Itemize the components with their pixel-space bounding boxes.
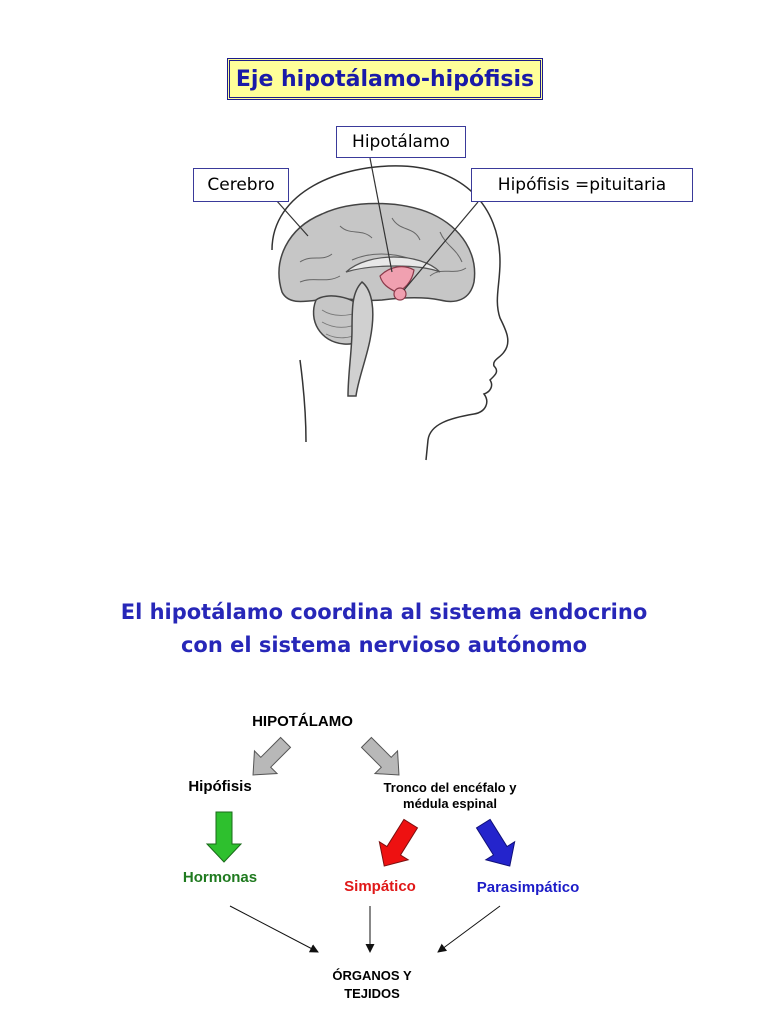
flow-organos-line-1: ÓRGANOS Y bbox=[332, 968, 412, 983]
pointer-hipofisis bbox=[403, 201, 479, 291]
flow-organos-line-2: TEJIDOS bbox=[344, 986, 400, 1001]
flow-tronco-line-2: médula espinal bbox=[403, 796, 497, 811]
flow-hipofisis: Hipófisis bbox=[188, 778, 252, 795]
pituitary-gland bbox=[393, 287, 407, 301]
brainstem bbox=[347, 280, 374, 397]
label-hipofisis: Hipófisis =pituitaria bbox=[471, 168, 693, 202]
flow-simpatico: Simpático bbox=[344, 878, 416, 895]
pointer-hipotalamo bbox=[369, 157, 393, 273]
flow-hormonas: Hormonas bbox=[182, 869, 258, 886]
subtitle-line-1: El hipotálamo coordina al sistema endocr… bbox=[120, 600, 648, 624]
grey-arrow-left bbox=[252, 736, 292, 776]
line-parasimpatico-organos bbox=[437, 905, 501, 953]
neck-outline bbox=[299, 359, 307, 443]
label-cerebro: Cerebro bbox=[193, 168, 289, 202]
label-hipotalamo: Hipotálamo bbox=[336, 126, 466, 158]
green-arrow bbox=[205, 811, 243, 863]
corpus-callosum bbox=[345, 256, 441, 273]
flow-tronco-line-1: Tronco del encéfalo y bbox=[383, 780, 517, 795]
flow-hipotalamo: HIPOTÁLAMO bbox=[252, 713, 353, 730]
title-box: Eje hipotálamo-hipófisis bbox=[227, 58, 543, 100]
blue-arrow bbox=[475, 818, 516, 867]
flow-parasimpatico: Parasimpático bbox=[476, 879, 580, 896]
page-title: Eje hipotálamo-hipófisis bbox=[235, 66, 535, 92]
cerebrum bbox=[278, 202, 476, 303]
head-outline bbox=[271, 165, 509, 461]
red-arrow bbox=[378, 818, 419, 867]
hypothalamus bbox=[379, 266, 415, 293]
line-hormonas-organos bbox=[229, 905, 319, 953]
grey-arrow-right bbox=[360, 736, 400, 776]
pointer-cerebro bbox=[275, 199, 309, 237]
subtitle-line-2: con el sistema nervioso autónomo bbox=[180, 633, 588, 657]
brain-illustration bbox=[271, 157, 509, 461]
flow-arrows bbox=[205, 736, 516, 953]
